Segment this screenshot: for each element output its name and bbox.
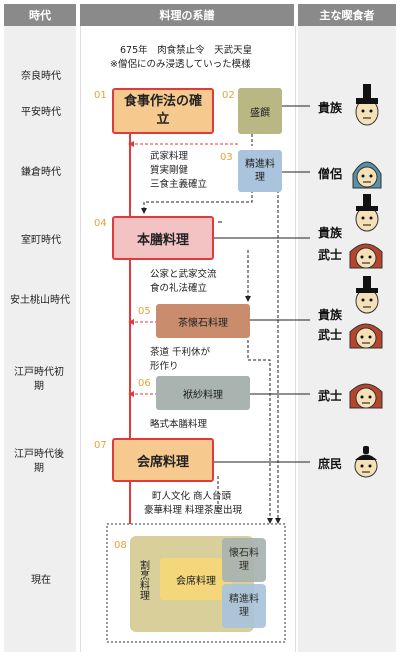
- era-column-bg: [4, 26, 76, 652]
- node-08-kaiseki-label: 懐石料理: [229, 548, 259, 572]
- node-06-label: 袱紗料理: [183, 389, 223, 401]
- era-present: 現在: [31, 575, 51, 586]
- node-08-shojin-label: 精進料理: [229, 594, 259, 618]
- node-05-box: 茶懐石料理: [156, 304, 250, 338]
- commoner-face-icon: [354, 446, 378, 478]
- arrow-03-to-04: [143, 190, 253, 210]
- noble-face-icon-2: [355, 194, 379, 232]
- note-azuchi-1: 茶道 千利休が: [150, 347, 211, 358]
- samurai-face-icon-3: [349, 383, 383, 409]
- note-azuchi-2: 形作り: [150, 361, 179, 372]
- eater-edo-early: 武士: [318, 389, 343, 403]
- eater-kamakura: 僧侶: [318, 167, 343, 181]
- node-08-number: 08: [114, 540, 127, 551]
- note-edo-early: 略式本膳料理: [150, 419, 208, 430]
- header-era: 時代: [4, 4, 76, 26]
- node-08-center-label: 会席料理: [176, 575, 216, 587]
- node-07-number: 07: [94, 440, 107, 451]
- noble-face-icon-3: [355, 276, 379, 314]
- node-07-label: 会席料理: [136, 454, 189, 470]
- node-01-number: 01: [94, 90, 107, 101]
- noble-face-icon: [355, 84, 379, 126]
- eater-muromachi-1: 貴族: [318, 226, 343, 240]
- samurai-face-icon: [349, 243, 383, 269]
- node-01-label: 食事作法の確立: [123, 94, 202, 127]
- eater-muromachi-2: 武士: [318, 248, 343, 262]
- node-08-center-box: 会席料理: [160, 558, 232, 600]
- era-heian: 平安時代: [21, 107, 61, 118]
- era-muromachi: 室町時代: [21, 235, 61, 246]
- present-container-border: [106, 523, 286, 643]
- eater-azuchi-2: 武士: [318, 328, 343, 342]
- node-03-label: 精進料理: [245, 159, 275, 183]
- era-kamakura: 鎌倉時代: [21, 167, 61, 178]
- era-nara: 奈良時代: [21, 71, 61, 82]
- eater-azuchi-1: 貴族: [318, 308, 343, 322]
- node-01-box: 食事作法の確立: [112, 88, 214, 134]
- eater-edo-late: 庶民: [318, 457, 343, 471]
- top-note-line2: ※僧侶にのみ浸透していった模様: [110, 59, 251, 70]
- era-azuchi: 安土桃山時代: [10, 295, 70, 306]
- node-04-box: 本膳料理: [112, 216, 214, 260]
- header-eaters: 主な喫食者: [298, 4, 396, 26]
- samurai-face-icon-2: [349, 323, 383, 349]
- node-06-box: 袱紗料理: [156, 376, 250, 410]
- node-05-label: 茶懐石料理: [178, 317, 228, 329]
- node-08-outer-label: 割烹料理: [137, 560, 149, 600]
- node-04-number: 04: [94, 218, 107, 229]
- header-lineage: 料理の系譜: [80, 4, 294, 26]
- node-04-label: 本膳料理: [136, 232, 189, 248]
- node-02-label: 盛饌: [250, 107, 270, 119]
- node-02-box: 盛饌: [238, 88, 282, 134]
- note-kamakura-1: 武家料理: [150, 151, 189, 162]
- note-muromachi-1: 公家と武家交流: [150, 269, 217, 280]
- node-06-number: 06: [138, 378, 151, 389]
- node-07-box: 会席料理: [112, 438, 214, 482]
- note-muromachi-2: 食の礼法確立: [150, 283, 208, 294]
- node-02-number: 02: [222, 90, 235, 101]
- era-edo-late: 江戸時代後期: [14, 449, 64, 474]
- monk-face-icon: [352, 161, 382, 189]
- arrow-05-to-08: [247, 340, 271, 520]
- note-kamakura-2: 質実剛健: [150, 165, 189, 176]
- note-edo-late-2: 豪華料理 料理茶屋出現: [144, 505, 243, 516]
- note-kamakura-3: 三食主義確立: [150, 179, 208, 190]
- node-05-number: 05: [138, 306, 151, 317]
- node-08-shojin-box: 精進料理: [222, 584, 266, 628]
- node-03-number: 03: [220, 152, 233, 163]
- top-note-line1: 675年 肉食禁止令 天武天皇: [120, 45, 253, 56]
- node-03-box: 精進料理: [238, 150, 282, 192]
- era-edo-early: 江戸時代初期: [14, 367, 64, 392]
- note-edo-late-1: 町人文化 商人台頭: [152, 491, 232, 502]
- eater-heian: 貴族: [318, 101, 343, 115]
- node-08-kaiseki-box: 懐石料理: [222, 538, 266, 582]
